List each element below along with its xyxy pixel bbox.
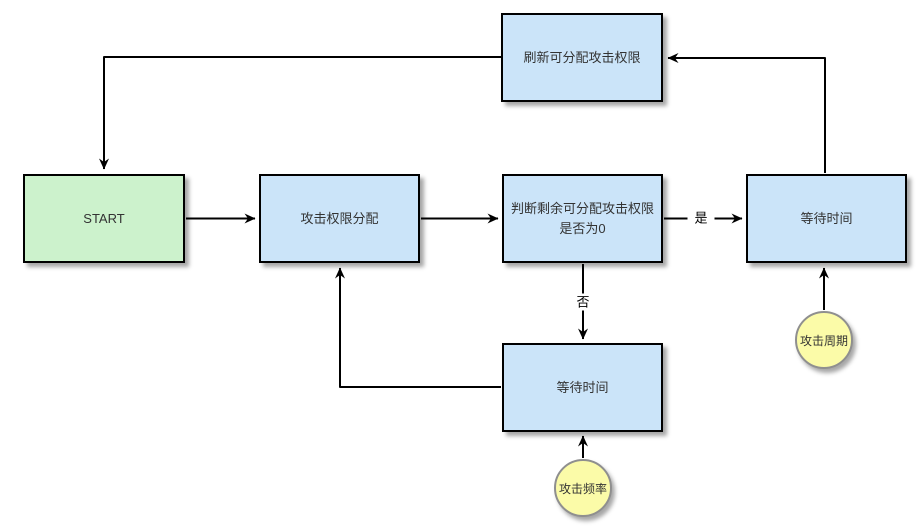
node-attack-permission-allocation-label: 攻击权限分配: [300, 210, 379, 226]
node-wait-time-right: 等待时间: [746, 174, 907, 263]
node-wait-time-bottom: 等待时间: [502, 343, 663, 432]
node-refresh-permissions: 刷新可分配攻击权限: [501, 13, 663, 102]
node-attack-permission-allocation: 攻击权限分配: [259, 174, 420, 263]
node-judge-remaining-permissions: 判断剩余可分配攻击权限是否为0: [502, 174, 663, 263]
node-wait-time-right-label: 等待时间: [800, 210, 853, 226]
edge-wait-right-to-refresh: [667, 53, 826, 173]
node-judge-remaining-permissions-label: 判断剩余可分配攻击权限是否为0: [510, 200, 654, 236]
node-attack-frequency-label: 攻击频率: [558, 481, 607, 496]
node-start: START: [23, 174, 185, 263]
node-wait-time-bottom-label: 等待时间: [556, 379, 609, 395]
edge-wait-bottom-to-allocate: [335, 267, 501, 388]
edge-label-yes: 是: [687, 209, 715, 227]
node-refresh-permissions-label: 刷新可分配攻击权限: [523, 49, 641, 65]
node-attack-cycle: 攻击周期: [795, 311, 853, 369]
edge-label-no: 否: [569, 293, 597, 311]
node-start-label: START: [83, 210, 125, 226]
node-attack-frequency: 攻击频率: [554, 459, 612, 517]
node-attack-cycle-label: 攻击周期: [799, 333, 848, 348]
edge-refresh-to-start: [99, 56, 501, 170]
